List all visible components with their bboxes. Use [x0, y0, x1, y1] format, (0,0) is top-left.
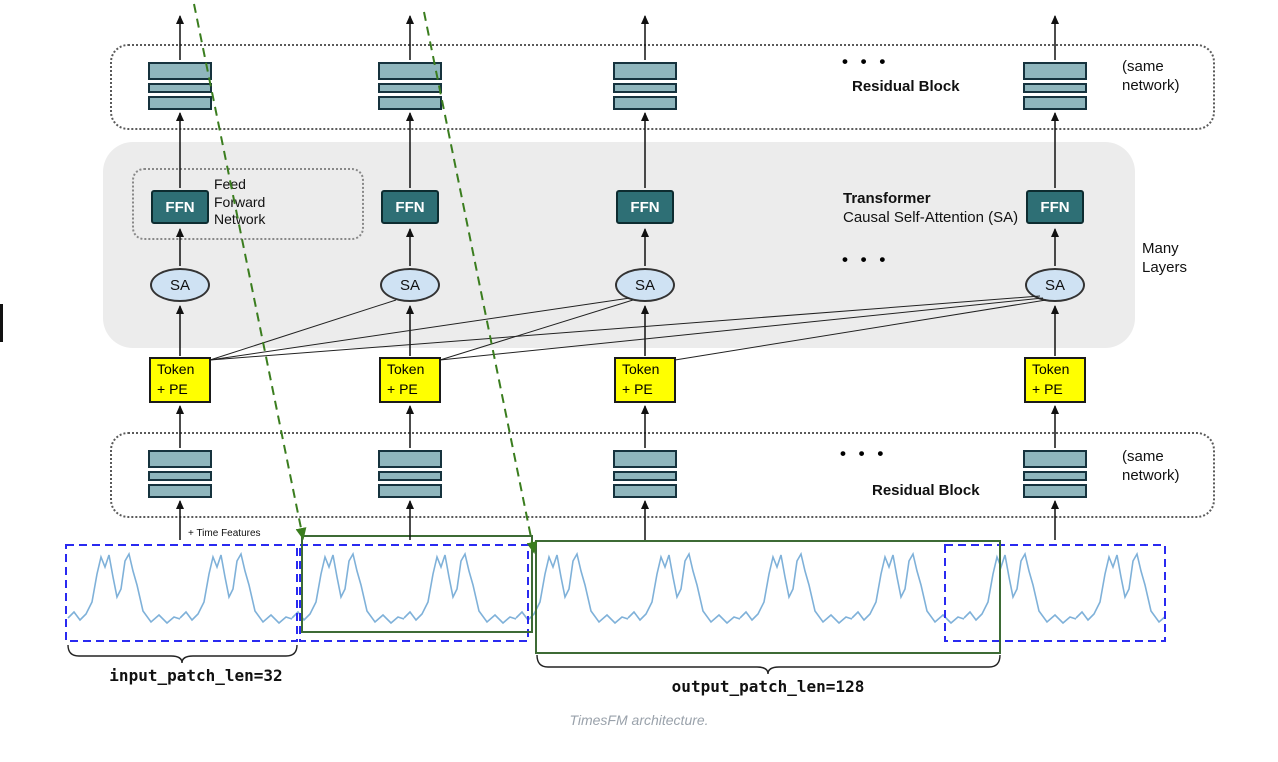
block-plate	[148, 484, 212, 498]
figure-caption: TimesFM architecture.	[569, 712, 709, 728]
block-plate	[613, 83, 677, 93]
block-plate	[613, 484, 677, 498]
residual-block	[1023, 450, 1087, 498]
token-pe-label: + PE	[157, 380, 188, 397]
residual-block	[148, 450, 212, 498]
residual-block	[1023, 62, 1087, 110]
output-patch-boxes	[301, 535, 1001, 654]
output-patch-box-1	[301, 535, 533, 633]
ffn-box: FFN	[151, 190, 209, 224]
bottom-residual-container	[110, 432, 1215, 518]
block-plate	[613, 471, 677, 481]
ellipsis-transformer: • • •	[842, 250, 890, 269]
block-plate	[378, 450, 442, 468]
block-plate	[148, 96, 212, 110]
token-box: Token + PE	[1024, 357, 1086, 403]
block-plate	[1023, 62, 1087, 80]
block-plate	[613, 450, 677, 468]
sa-node: SA	[380, 268, 440, 302]
token-pe-label: + PE	[622, 380, 653, 397]
transformer-title-block: Transformer Causal Self-Attention (SA)	[843, 190, 1063, 228]
residual-block	[378, 450, 442, 498]
residual-block-label-top: Residual Block	[852, 78, 960, 95]
time-features-note: + Time Features	[188, 528, 261, 539]
block-plate	[613, 96, 677, 110]
output-patch-label: output_patch_len=128	[671, 677, 865, 696]
input-patch-label: input_patch_len=32	[109, 666, 283, 685]
transformer-title: Transformer	[843, 190, 931, 207]
token-label: Token	[157, 361, 195, 377]
top-residual-container	[110, 44, 1215, 130]
residual-block	[378, 62, 442, 110]
block-plate	[378, 471, 442, 481]
block-plate	[1023, 96, 1087, 110]
block-plate	[148, 62, 212, 80]
token-pe-label: + PE	[1032, 380, 1063, 397]
block-plate	[378, 96, 442, 110]
block-plate	[148, 83, 212, 93]
token-label: Token	[1032, 361, 1070, 377]
edge-artifact-left	[0, 304, 3, 342]
block-plate	[1023, 83, 1087, 93]
same-network-note-bottom: (same network)	[1122, 448, 1180, 484]
residual-block	[613, 62, 677, 110]
ellipsis-bottom: • • •	[840, 444, 888, 463]
input-patch-box-1	[65, 544, 298, 642]
token-box: Token + PE	[149, 357, 211, 403]
block-plate	[378, 484, 442, 498]
block-plate	[378, 83, 442, 93]
sa-node: SA	[1025, 268, 1085, 302]
input-patch-boxes	[65, 544, 1166, 642]
token-box: Token + PE	[379, 357, 441, 403]
ellipsis-top: • • •	[842, 52, 890, 71]
token-box: Token + PE	[614, 357, 676, 403]
residual-block	[148, 62, 212, 110]
block-plate	[148, 450, 212, 468]
token-label: Token	[622, 361, 660, 377]
block-plate	[613, 62, 677, 80]
output-patch-brace	[536, 654, 1001, 675]
ffn-box: FFN	[381, 190, 439, 224]
token-pe-label: + PE	[387, 380, 418, 397]
time-series-waveform	[67, 553, 1166, 624]
residual-block	[613, 450, 677, 498]
block-plate	[1023, 471, 1087, 481]
same-network-note-top: (same network)	[1122, 58, 1180, 94]
sa-node: SA	[615, 268, 675, 302]
block-plate	[148, 471, 212, 481]
transformer-subtitle: Causal Self-Attention (SA)	[843, 208, 1019, 226]
token-label: Token	[387, 361, 425, 377]
block-plate	[1023, 450, 1087, 468]
ffn-box: FFN	[616, 190, 674, 224]
sa-node: SA	[150, 268, 210, 302]
residual-block-label-bottom: Residual Block	[872, 482, 980, 499]
input-patch-brace	[67, 644, 298, 664]
many-layers-note: Many Layers	[1142, 240, 1188, 276]
block-plate	[378, 62, 442, 80]
output-patch-box-2	[535, 540, 1001, 654]
ffn-box: FFN	[1026, 190, 1084, 224]
block-plate	[1023, 484, 1087, 498]
input-patch-box-2	[299, 544, 529, 642]
ffn-caption: Feed Forward Network	[214, 176, 266, 227]
input-patch-box-last	[944, 544, 1166, 642]
